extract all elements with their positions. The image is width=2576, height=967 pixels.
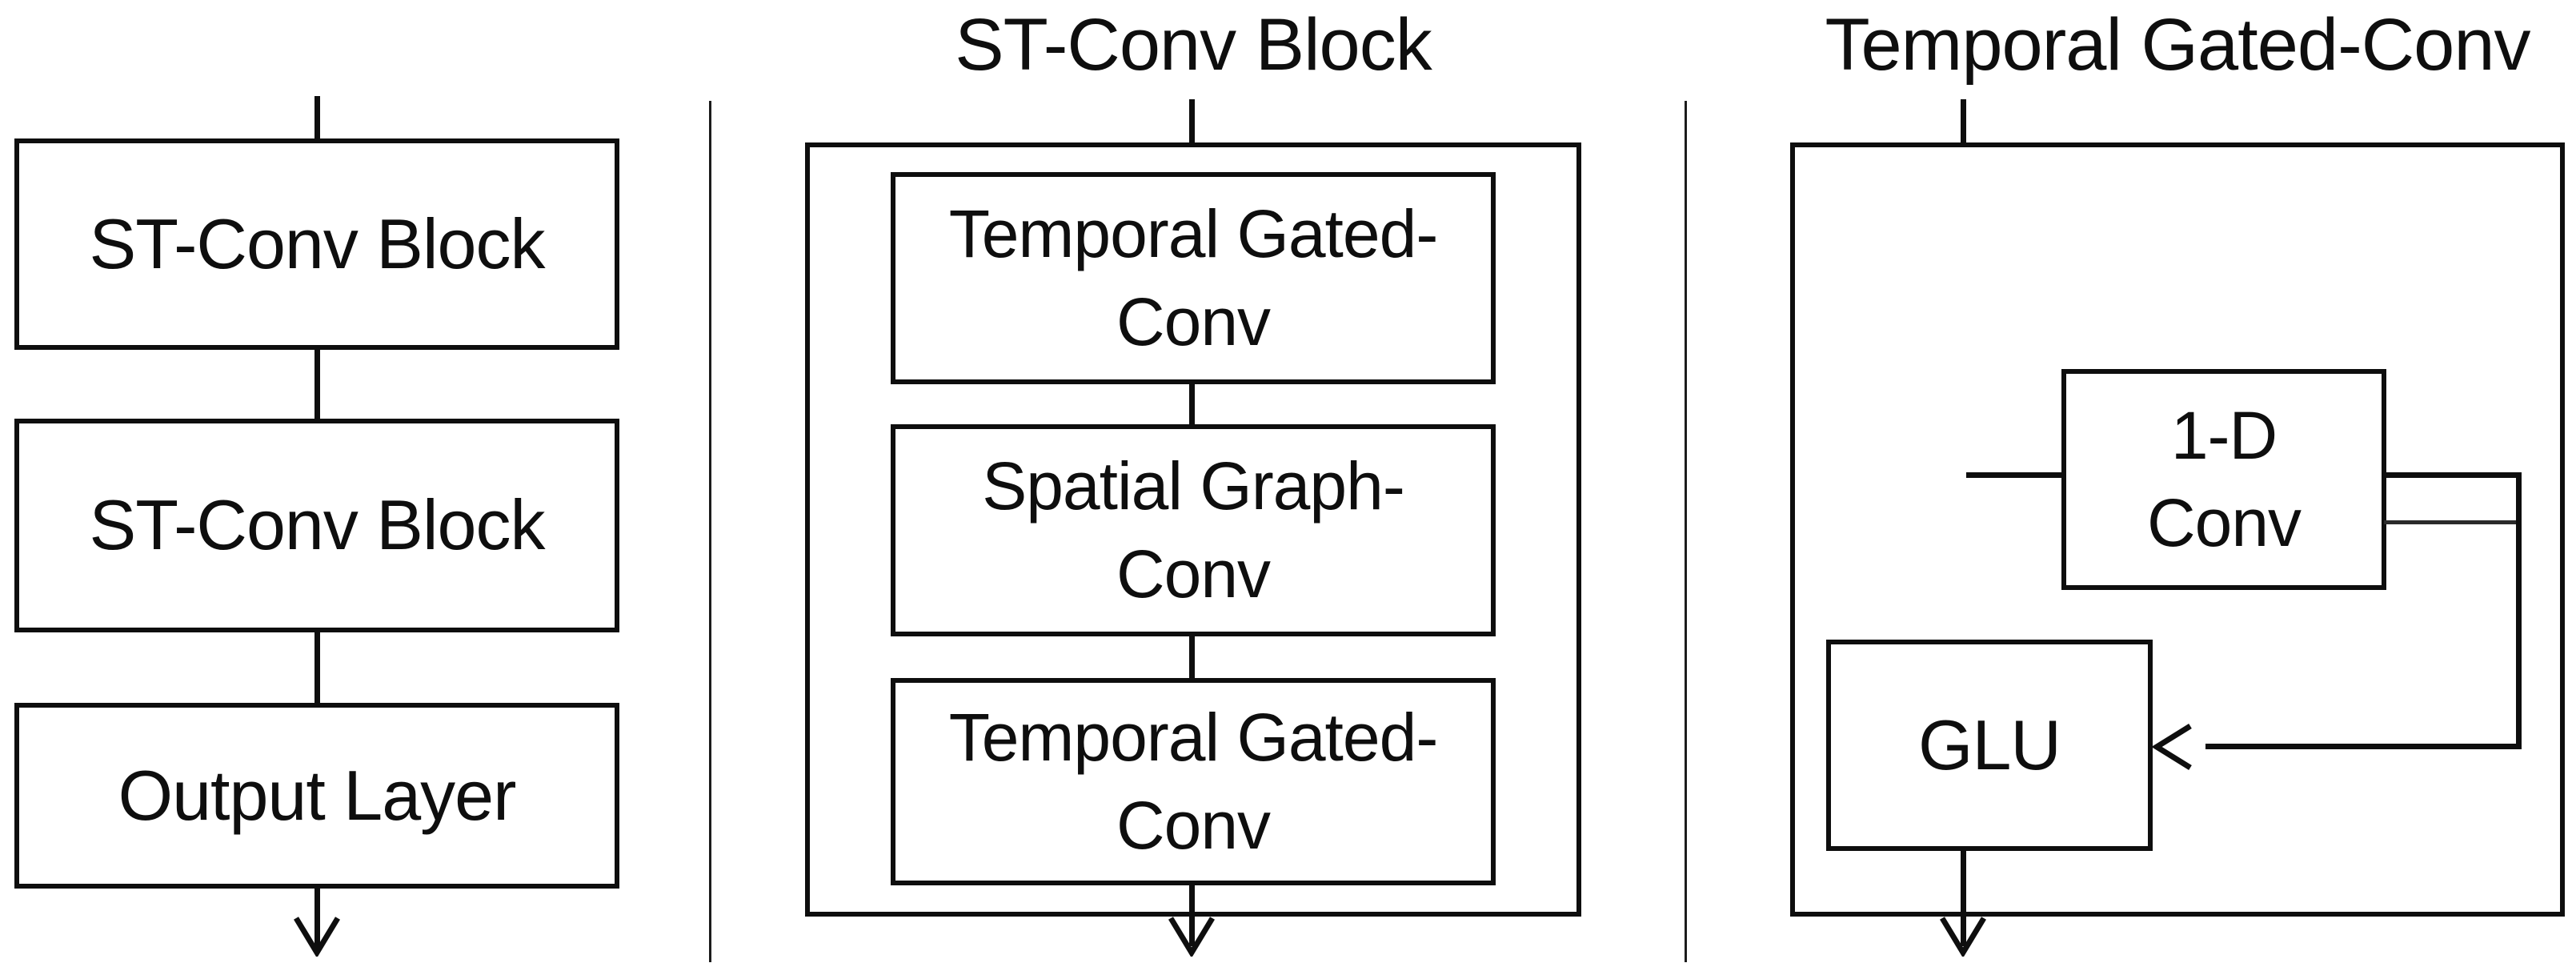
st-conv-block-2-label: ST-Conv Block xyxy=(89,485,546,565)
left-connector-1 xyxy=(314,348,320,420)
panel-divider-2 xyxy=(1685,101,1687,962)
panel-divider-1 xyxy=(709,101,711,962)
right-output-line xyxy=(1961,849,1966,946)
glu-input-line xyxy=(2205,744,2522,749)
glu-box: GLU xyxy=(1826,640,2153,851)
left-input-line xyxy=(314,96,320,141)
temporal-gated-conv-box-2: Temporal Gated- Conv xyxy=(891,678,1496,885)
st-conv-block-panel-title: ST-Conv Block xyxy=(955,4,1432,86)
st-conv-block-1-box: ST-Conv Block xyxy=(14,138,619,350)
left-connector-2 xyxy=(314,631,320,704)
output-layer-label: Output Layer xyxy=(118,755,517,835)
mid-input-line xyxy=(1189,99,1195,175)
temporal-gated-conv-box-1: Temporal Gated- Conv xyxy=(891,172,1496,384)
mid-connector-1 xyxy=(1189,383,1195,426)
spatial-graph-conv-box: Spatial Graph- Conv xyxy=(891,424,1496,636)
conv1d-out-top-line xyxy=(2384,472,2522,478)
conv1d-label: 1-D Conv xyxy=(2146,397,2302,560)
left-output-line xyxy=(314,887,320,948)
st-conv-block-1-label: ST-Conv Block xyxy=(89,203,546,283)
arrow-down-icon xyxy=(1168,917,1215,957)
conv1d-branch-line xyxy=(1966,472,2063,478)
mid-connector-2 xyxy=(1189,635,1195,680)
spatial-graph-conv-label: Spatial Graph- Conv xyxy=(982,448,1405,612)
st-conv-block-2-box: ST-Conv Block xyxy=(14,419,619,632)
arrow-left-icon xyxy=(2153,724,2192,770)
conv1d-box: 1-D Conv xyxy=(2061,369,2386,590)
temporal-gated-conv-panel-title: Temporal Gated-Conv xyxy=(1825,4,2531,86)
conv1d-out-split-line xyxy=(2384,520,2522,524)
temporal-gated-conv-1-label: Temporal Gated- Conv xyxy=(948,196,1439,359)
loop-vertical-line xyxy=(2516,472,2522,749)
output-layer-box: Output Layer xyxy=(14,703,619,889)
arrow-down-icon xyxy=(294,917,340,957)
temporal-gated-conv-2-label: Temporal Gated- Conv xyxy=(948,700,1439,863)
mid-output-line xyxy=(1189,884,1195,946)
glu-label: GLU xyxy=(1918,704,2061,784)
arrow-down-icon xyxy=(1940,917,1986,957)
